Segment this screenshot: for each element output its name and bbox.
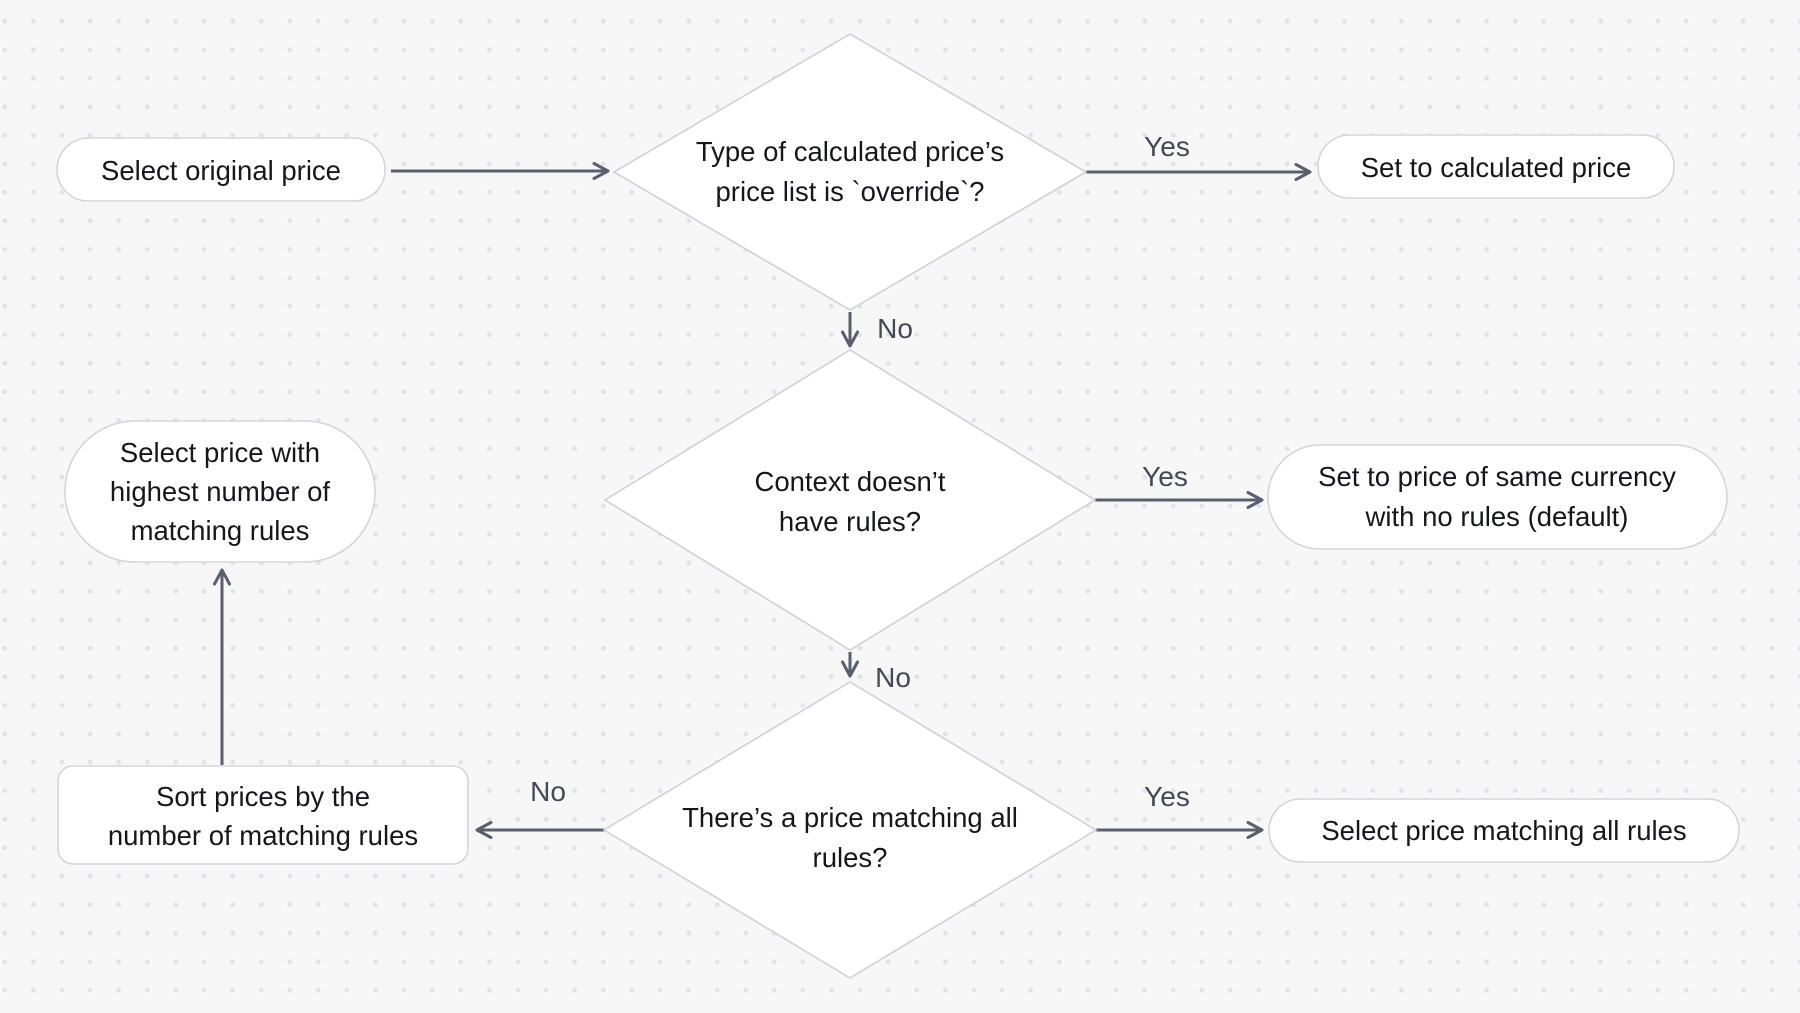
- node-decision-context-rules-line2: have rules?: [779, 506, 921, 537]
- node-decision-override-line2: price list is `override`?: [716, 176, 985, 207]
- edges: [213, 162, 1312, 839]
- node-set-calculated-price-shape: [1317, 134, 1675, 199]
- node-select-highest-line1: Select price with: [120, 437, 320, 468]
- label-yes-matching: Yes: [1144, 781, 1190, 812]
- label-no-matching: No: [530, 776, 566, 807]
- node-set-default-price-line2: with no rules (default): [1365, 501, 1629, 532]
- node-select-highest-line2: highest number of: [110, 476, 330, 507]
- label-yes-override: Yes: [1144, 131, 1190, 162]
- node-select-highest-shape: [64, 420, 376, 563]
- node-set-default-price-shape: [1267, 444, 1728, 550]
- node-decision-price-matching: There’s a price matching all rules?: [602, 681, 1098, 979]
- node-decision-price-matching-line1: There’s a price matching all: [682, 802, 1018, 833]
- node-select-price-matching-shape: [1268, 798, 1740, 863]
- node-sort-prices-line1: Sort prices by the: [156, 781, 370, 812]
- label-no-context: No: [875, 662, 911, 693]
- node-decision-context-rules-shape: [603, 349, 1097, 651]
- label-yes-context: Yes: [1142, 461, 1188, 492]
- node-decision-price-matching-shape: [602, 681, 1098, 979]
- node-decision-override-shape: [612, 33, 1088, 311]
- node-set-default-price-line1: Set to price of same currency: [1318, 461, 1676, 492]
- node-start: Select original price: [56, 137, 386, 202]
- node-decision-context-rules: Context doesn’t have rules?: [603, 349, 1097, 651]
- node-decision-override-line1: Type of calculated price’s: [696, 136, 1004, 167]
- node-set-calculated-price: Set to calculated price: [1317, 134, 1675, 199]
- node-start-label: Select original price: [101, 155, 341, 186]
- node-select-highest: Select price with highest number of matc…: [64, 420, 376, 563]
- node-sort-prices: Sort prices by the number of matching ru…: [57, 765, 469, 865]
- node-select-price-matching: Select price matching all rules: [1268, 798, 1740, 863]
- node-select-highest-line3: matching rules: [131, 515, 310, 546]
- node-sort-prices-line2: number of matching rules: [108, 820, 418, 851]
- node-start-shape: [56, 137, 386, 202]
- node-decision-context-rules-line1: Context doesn’t: [754, 466, 945, 497]
- node-decision-override: Type of calculated price’s price list is…: [612, 33, 1088, 311]
- edge-labels: Yes No Yes No Yes No: [530, 131, 1190, 812]
- node-select-price-matching-label: Select price matching all rules: [1321, 815, 1686, 846]
- node-set-calculated-price-label: Set to calculated price: [1361, 152, 1632, 183]
- label-no-override: No: [877, 313, 913, 344]
- node-sort-prices-shape: [57, 765, 469, 865]
- node-set-default-price: Set to price of same currency with no ru…: [1267, 444, 1728, 550]
- node-decision-price-matching-line2: rules?: [813, 842, 888, 873]
